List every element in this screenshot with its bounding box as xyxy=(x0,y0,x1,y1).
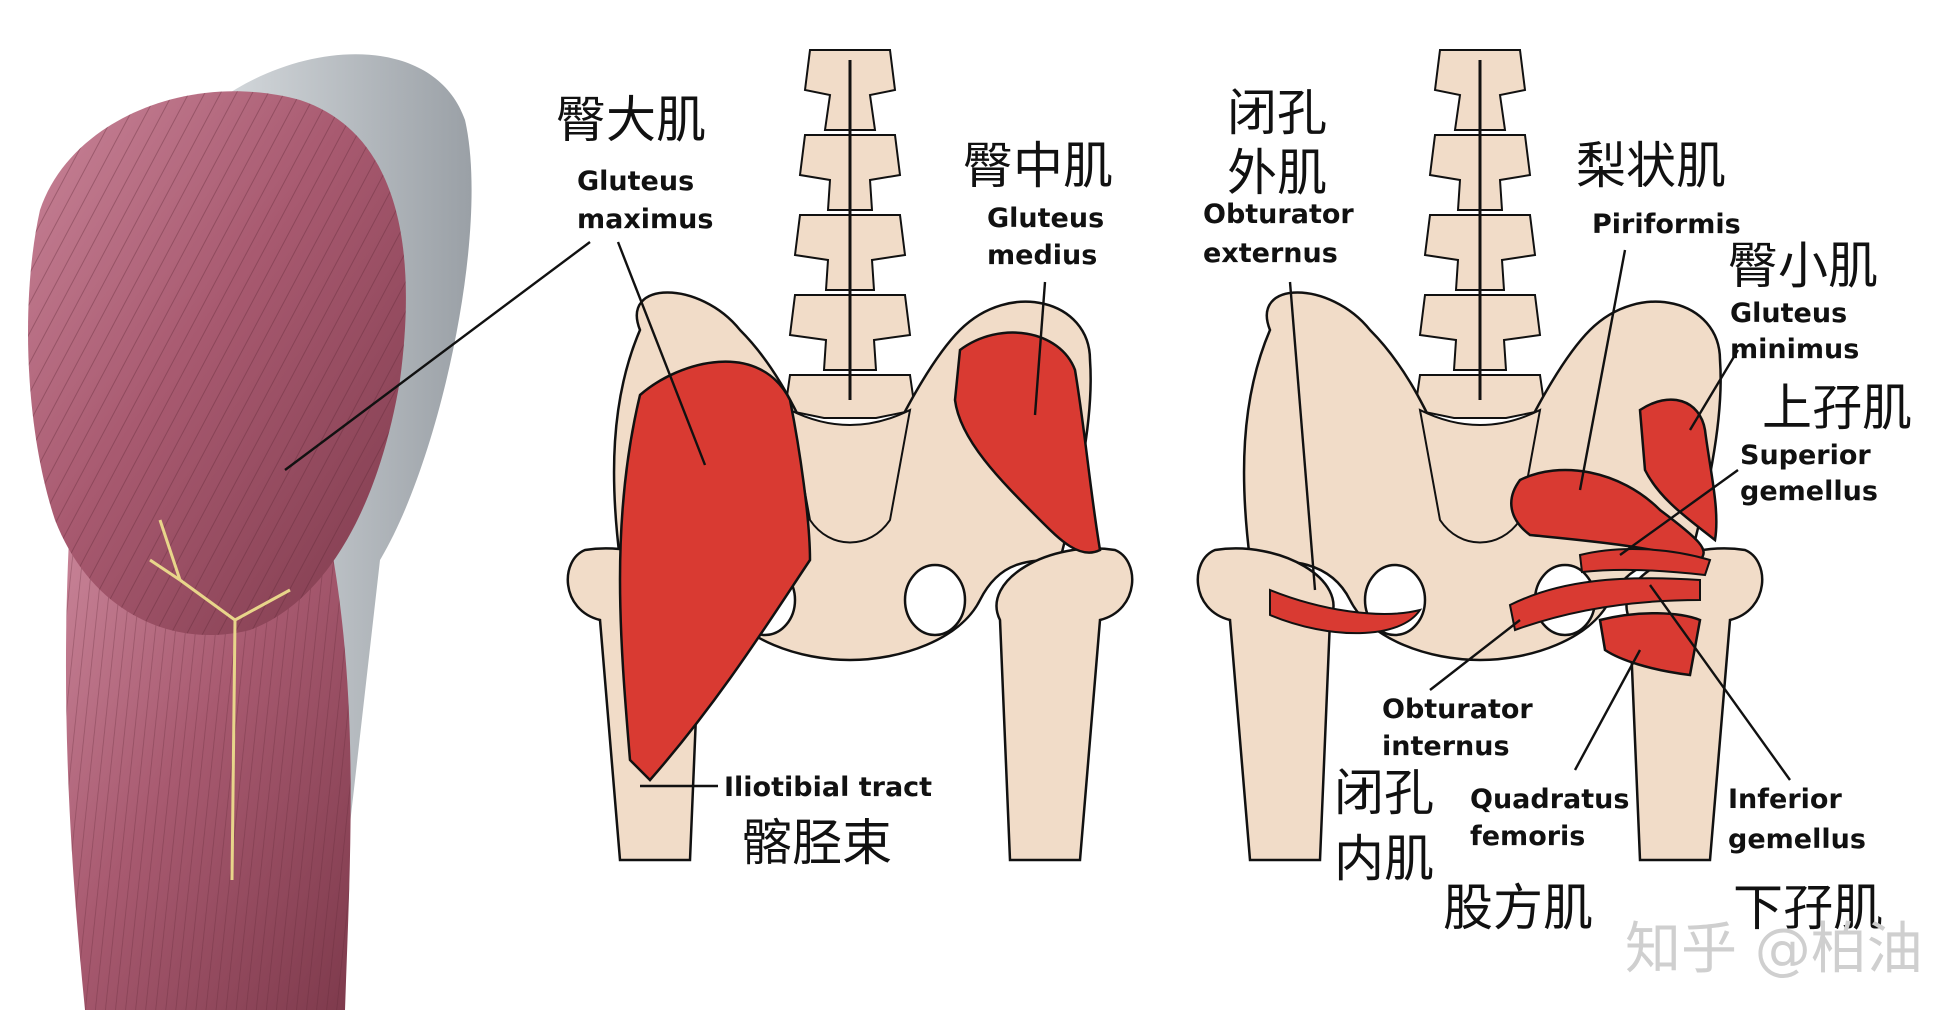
lumbar-spine xyxy=(783,49,917,419)
leader-quadratus-femoris xyxy=(1573,649,1642,771)
leader-gluteus-maximus xyxy=(616,241,707,466)
leader-superior-gemellus xyxy=(1619,469,1739,556)
label-gluteus-minimus-en-1: Gluteus xyxy=(1730,298,1847,329)
label-gluteus-medius-zh: 臀中肌 xyxy=(963,137,1113,195)
label-obturator-externus-zh-1: 闭孔 xyxy=(1227,84,1327,142)
label-quadratus-femoris-en-2: femoris xyxy=(1470,821,1585,852)
label-piriformis-en: Piriformis xyxy=(1592,209,1741,240)
pelvis-diagram-superficial xyxy=(284,49,1134,862)
label-inferior-gemellus-zh: 下孖肌 xyxy=(1733,879,1883,937)
leader-photo-to-diagram xyxy=(284,241,591,471)
leader-gluteus-medius xyxy=(1033,281,1047,416)
label-piriformis-zh: 梨状肌 xyxy=(1576,137,1726,195)
label-superior-gemellus-en-2: gemellus xyxy=(1740,476,1878,507)
label-gluteus-medius-en-1: Gluteus xyxy=(987,203,1104,234)
leader-obturator-internus xyxy=(1429,619,1521,691)
label-obturator-internus-zh-1: 闭孔 xyxy=(1334,764,1434,822)
label-iliotibial-zh: 髂胫束 xyxy=(742,814,892,872)
label-obturator-externus-zh-2: 外肌 xyxy=(1227,144,1327,202)
quadratus-femoris-red xyxy=(1598,611,1702,677)
gluteus-maximus-fibers xyxy=(27,91,406,636)
label-quadratus-femoris-en-1: Quadratus xyxy=(1470,784,1629,815)
label-gluteus-maximus-en-2: maximus xyxy=(577,204,713,235)
sacrum-right xyxy=(1418,408,1542,544)
label-iliotibial-en: Iliotibial tract xyxy=(724,772,932,803)
gluteus-medius-red xyxy=(953,331,1102,554)
nerve-branches xyxy=(149,519,291,881)
gluteus-minimus-red xyxy=(1638,398,1718,543)
label-obturator-externus-en-1: Obturator xyxy=(1203,199,1354,230)
watermark: 知乎 @柏油 xyxy=(1625,917,1923,982)
sacrum xyxy=(788,408,912,544)
labels-right: 闭孔 外肌 Obturator externus 梨状肌 Piriformis … xyxy=(1203,84,1912,937)
leader-piriformis xyxy=(1578,249,1627,491)
label-inferior-gemellus-en-2: gemellus xyxy=(1728,824,1866,855)
obturator-internus-red xyxy=(1508,577,1701,632)
gluteus-maximus-red xyxy=(618,360,812,782)
labels-mid: 臀大肌 Gluteus maximus 臀中肌 Gluteus medius I… xyxy=(556,91,1113,872)
leader-gluteus-minimus xyxy=(1688,349,1740,431)
obturator-externus-red xyxy=(1269,588,1423,635)
label-obturator-internus-en-2: internus xyxy=(1382,731,1510,762)
right-femur-mid xyxy=(995,547,1134,862)
label-gluteus-medius-en-2: medius xyxy=(987,240,1097,271)
posterior-hip-thigh-illustration xyxy=(27,54,472,1010)
pelvis-diagram-deep xyxy=(1196,49,1791,862)
superior-gemellus-red xyxy=(1578,547,1712,577)
label-obturator-internus-zh-2: 内肌 xyxy=(1334,830,1434,888)
lumbar-spine-right xyxy=(1413,49,1547,419)
label-gluteus-minimus-en-2: minimus xyxy=(1730,334,1859,365)
label-inferior-gemellus-en-1: Inferior xyxy=(1728,784,1842,815)
label-gluteus-minimus-zh: 臀小肌 xyxy=(1728,237,1878,295)
label-gluteus-maximus-en-1: Gluteus xyxy=(577,166,694,197)
label-gluteus-maximus-zh: 臀大肌 xyxy=(556,91,706,149)
label-superior-gemellus-en-1: Superior xyxy=(1740,440,1871,471)
label-quadratus-femoris-zh: 股方肌 xyxy=(1443,879,1593,937)
label-obturator-externus-en-2: externus xyxy=(1203,238,1338,269)
label-obturator-internus-en-1: Obturator xyxy=(1382,694,1533,725)
label-superior-gemellus-zh: 上孖肌 xyxy=(1762,379,1912,437)
leader-inferior-gemellus xyxy=(1649,584,1791,781)
left-femur-right xyxy=(1196,547,1335,862)
thigh-fibers xyxy=(65,520,351,1010)
leader-obturator-externus xyxy=(1288,281,1317,591)
